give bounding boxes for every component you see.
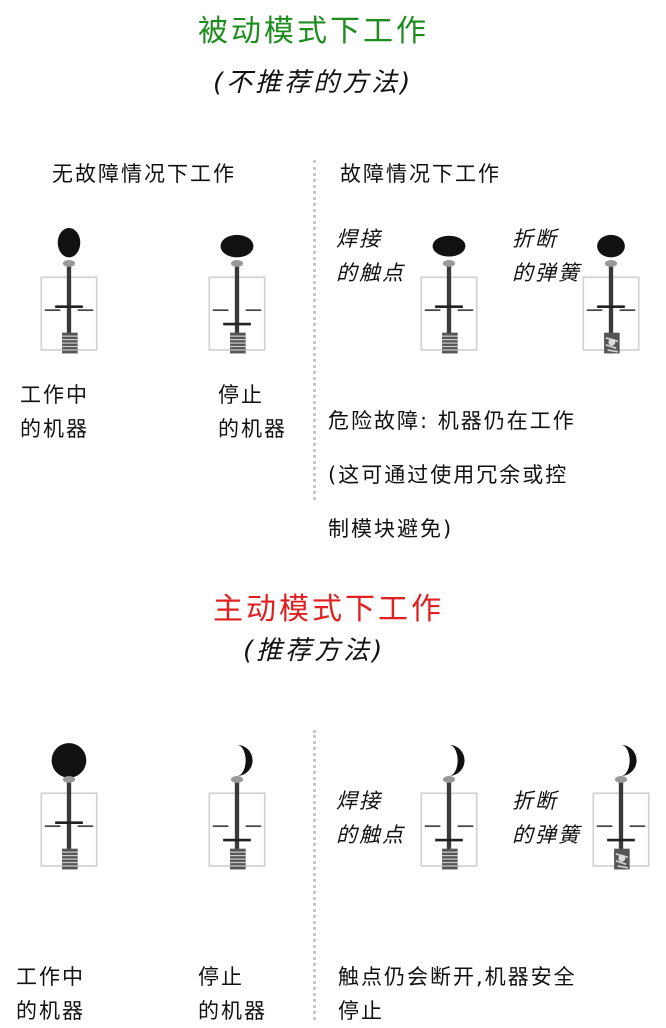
active-broken-spring-label: 折断的弹簧	[512, 789, 581, 847]
switch-running-icon	[24, 227, 114, 355]
broken-spring-label: 折断的弹簧	[512, 227, 581, 285]
active-subtitle: (推荐方法)	[243, 636, 386, 666]
fault-operation-heading: 故障情况下工作	[340, 162, 501, 186]
section-divider	[313, 160, 316, 500]
stopped-machine-label: 停止的机器	[218, 383, 287, 441]
passive-subtitle: (不推荐的方法)	[213, 68, 414, 98]
active-switch-welded-contacts-icon	[404, 744, 494, 871]
running-machine-label: 工作中的机器	[20, 383, 89, 441]
active-running-machine-label: 工作中的机器	[16, 965, 85, 1023]
switch-broken-spring-icon	[566, 234, 656, 355]
active-welded-contacts-label: 焊接的触点	[336, 789, 405, 847]
normal-operation-heading: 无故障情况下工作	[52, 162, 236, 186]
active-switch-broken-spring-icon	[576, 744, 666, 871]
switch-stopped-icon	[192, 234, 282, 355]
active-switch-running-icon	[24, 743, 114, 871]
section-divider-active	[313, 730, 316, 1020]
danger-note: 危险故障: 机器仍在工作 (这可通过使用冗余或控 制模块避免)	[328, 409, 576, 541]
active-title: 主动模式下工作	[213, 592, 444, 627]
passive-title: 被动模式下工作	[198, 14, 429, 49]
switch-welded-contacts-icon	[404, 235, 494, 355]
safe-note: 触点仍会断开,机器安全 停止	[338, 965, 577, 1023]
active-stopped-machine-label: 停止的机器	[198, 965, 267, 1023]
active-switch-stopped-icon	[192, 744, 282, 871]
welded-contacts-label: 焊接的触点	[336, 227, 405, 285]
